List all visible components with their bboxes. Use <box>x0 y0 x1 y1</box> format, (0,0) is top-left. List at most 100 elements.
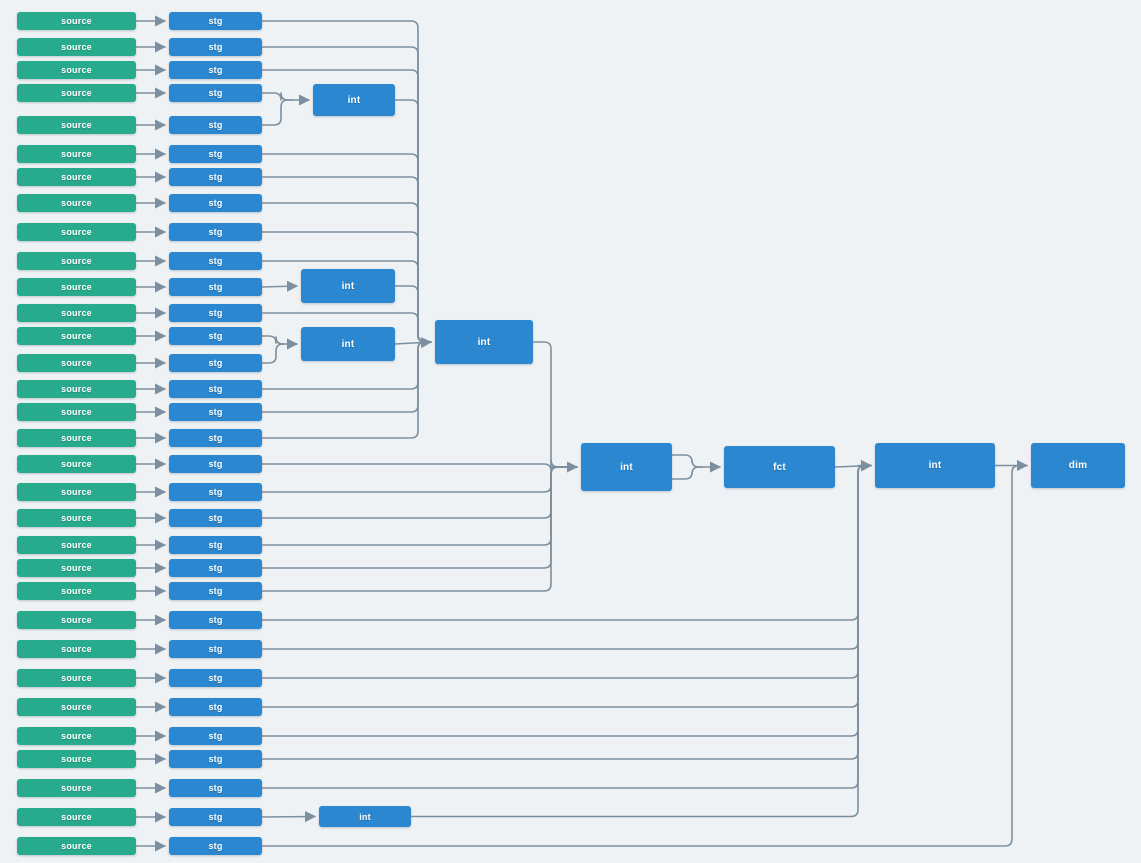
node-stg[interactable]: stg <box>169 145 262 163</box>
node-stg[interactable]: stg <box>169 403 262 421</box>
node-stg[interactable]: stg <box>169 455 262 473</box>
node-stg[interactable]: stg <box>169 611 262 629</box>
node-stg[interactable]: stg <box>169 380 262 398</box>
node-fct[interactable]: fct <box>724 446 835 488</box>
node-source[interactable]: source <box>17 429 136 447</box>
node-source[interactable]: source <box>17 779 136 797</box>
node-label: stg <box>208 783 223 793</box>
node-stg[interactable]: stg <box>169 116 262 134</box>
lineage-edge <box>261 464 1028 847</box>
node-stg[interactable]: stg <box>169 727 262 745</box>
node-source[interactable]: source <box>17 698 136 716</box>
node-stg[interactable]: stg <box>169 223 262 241</box>
node-stg[interactable]: stg <box>169 12 262 30</box>
node-source[interactable]: source <box>17 354 136 372</box>
node-stg[interactable]: stg <box>169 483 262 501</box>
node-label: stg <box>208 586 223 596</box>
node-stg[interactable]: stg <box>169 640 262 658</box>
node-label: stg <box>208 256 223 266</box>
node-stg[interactable]: stg <box>169 354 262 372</box>
node-label: source <box>61 459 92 469</box>
node-source[interactable]: source <box>17 278 136 296</box>
node-source[interactable]: source <box>17 750 136 768</box>
node-label: source <box>61 227 92 237</box>
node-int[interactable]: int <box>319 806 411 827</box>
node-source[interactable]: source <box>17 38 136 56</box>
node-stg[interactable]: stg <box>169 779 262 797</box>
node-stg[interactable]: stg <box>169 509 262 527</box>
node-int[interactable]: int <box>435 320 533 364</box>
node-label: stg <box>208 120 223 130</box>
node-int[interactable]: int <box>301 269 395 303</box>
node-source[interactable]: source <box>17 252 136 270</box>
node-label: stg <box>208 487 223 497</box>
node-label: stg <box>208 754 223 764</box>
node-stg[interactable]: stg <box>169 559 262 577</box>
node-label: source <box>61 563 92 573</box>
node-source[interactable]: source <box>17 223 136 241</box>
node-source[interactable]: source <box>17 84 136 102</box>
node-source[interactable]: source <box>17 582 136 600</box>
node-source[interactable]: source <box>17 808 136 826</box>
node-stg[interactable]: stg <box>169 837 262 855</box>
lineage-edge <box>261 459 578 472</box>
node-stg[interactable]: stg <box>169 84 262 102</box>
node-label: source <box>61 586 92 596</box>
node-source[interactable]: source <box>17 403 136 421</box>
node-stg[interactable]: stg <box>169 536 262 554</box>
node-int[interactable]: int <box>875 443 995 488</box>
node-source[interactable]: source <box>17 145 136 163</box>
node-int[interactable]: int <box>581 443 672 491</box>
node-source[interactable]: source <box>17 194 136 212</box>
node-label: stg <box>208 42 223 52</box>
node-source[interactable]: source <box>17 611 136 629</box>
node-stg[interactable]: stg <box>169 278 262 296</box>
node-stg[interactable]: stg <box>169 750 262 768</box>
lineage-edge <box>261 92 293 101</box>
node-source[interactable]: source <box>17 727 136 745</box>
node-label: stg <box>208 358 223 368</box>
node-source[interactable]: source <box>17 327 136 345</box>
node-stg[interactable]: stg <box>169 304 262 322</box>
node-source[interactable]: source <box>17 380 136 398</box>
node-source[interactable]: source <box>17 168 136 186</box>
node-source[interactable]: source <box>17 640 136 658</box>
lineage-edge <box>671 454 703 468</box>
node-stg[interactable]: stg <box>169 194 262 212</box>
node-stg[interactable]: stg <box>169 698 262 716</box>
node-label: source <box>61 384 92 394</box>
lineage-edge <box>261 280 299 292</box>
node-stg[interactable]: stg <box>169 582 262 600</box>
node-source[interactable]: source <box>17 61 136 79</box>
node-source[interactable]: source <box>17 669 136 687</box>
node-dim[interactable]: dim <box>1031 443 1125 488</box>
node-int[interactable]: int <box>301 327 395 361</box>
node-source[interactable]: source <box>17 12 136 30</box>
node-source[interactable]: source <box>17 536 136 554</box>
node-source[interactable]: source <box>17 455 136 473</box>
node-int[interactable]: int <box>313 84 395 116</box>
node-label: source <box>61 433 92 443</box>
node-label: source <box>61 812 92 822</box>
node-stg[interactable]: stg <box>169 429 262 447</box>
node-label: fct <box>773 461 786 473</box>
node-source[interactable]: source <box>17 837 136 855</box>
lineage-edge <box>261 466 578 519</box>
node-source[interactable]: source <box>17 509 136 527</box>
node-source[interactable]: source <box>17 483 136 501</box>
node-stg[interactable]: stg <box>169 327 262 345</box>
node-source[interactable]: source <box>17 116 136 134</box>
node-stg[interactable]: stg <box>169 61 262 79</box>
lineage-edge <box>261 810 317 823</box>
node-source[interactable]: source <box>17 304 136 322</box>
node-stg[interactable]: stg <box>169 168 262 186</box>
node-label: source <box>61 407 92 417</box>
node-stg[interactable]: stg <box>169 38 262 56</box>
lineage-edge <box>394 99 432 343</box>
node-stg[interactable]: stg <box>169 252 262 270</box>
node-label: int <box>359 811 371 822</box>
node-stg[interactable]: stg <box>169 808 262 826</box>
node-label: stg <box>208 282 223 292</box>
node-source[interactable]: source <box>17 559 136 577</box>
node-stg[interactable]: stg <box>169 669 262 687</box>
